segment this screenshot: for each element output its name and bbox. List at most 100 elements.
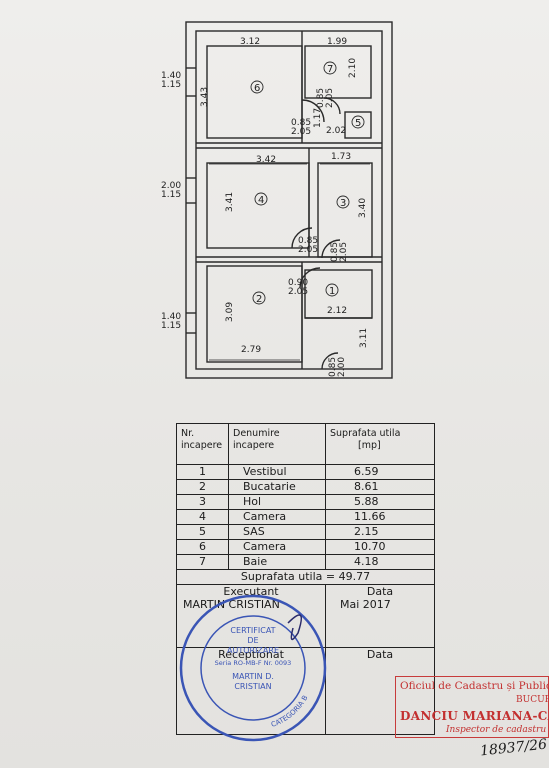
authorization-stamp: CATEGORIA B CERTIFICAT DE AUTORIZARE Ser… <box>179 594 327 742</box>
room-number: 3 <box>340 198 346 209</box>
cadastru-line: BUCUREȘTI <box>516 695 549 705</box>
stamp-line: DE <box>247 636 258 645</box>
header-nr: Nr. incapere <box>177 424 229 464</box>
door-swing-3 <box>321 239 341 259</box>
dim-label: 3.41 <box>225 192 235 212</box>
cell-name: SAS <box>229 525 326 539</box>
cell-area: 5.88 <box>354 495 379 508</box>
window-dim: 1.15 <box>161 321 181 331</box>
inner-wall <box>195 30 383 370</box>
window-dim: 1.15 <box>161 80 181 90</box>
cell-name: Baie <box>229 555 326 569</box>
cell-nr: 2 <box>177 480 229 494</box>
cell-name: Camera <box>229 510 326 524</box>
room-number: 2 <box>256 294 262 305</box>
dim-label: 2.12 <box>327 306 347 316</box>
stamp-line: CRISTIAN <box>234 682 271 691</box>
dim-label: 0.85 <box>291 118 311 128</box>
data-label: Data <box>366 648 394 661</box>
dim-label: 3.09 <box>225 302 235 322</box>
dim-label: 2.02 <box>326 126 346 136</box>
window-dim: 1.40 <box>161 312 181 322</box>
door-swing-4 <box>291 227 313 249</box>
door-swing-7 <box>323 97 341 115</box>
table-header: Nr. incapere Denumire incapere Suprafata… <box>177 424 434 465</box>
cell-nr: 5 <box>177 525 229 539</box>
cell-area: 10.70 <box>354 540 386 553</box>
room-number: 4 <box>258 195 264 206</box>
receptionat-date-cell: Data <box>326 648 434 734</box>
receptionat-cell: Receptionat <box>177 648 326 734</box>
dim-label: 2.79 <box>241 345 261 355</box>
window-dim: 1.40 <box>161 71 181 81</box>
surface-table: Nr. incapere Denumire incapere Suprafata… <box>176 423 435 735</box>
room-number: 6 <box>254 83 260 94</box>
cell-area: 11.66 <box>354 510 386 523</box>
dim-label: 3.43 <box>200 87 210 107</box>
cell-area: 6.59 <box>354 465 379 478</box>
dim-label: 3.42 <box>256 155 276 165</box>
dim-label: 2.05 <box>339 242 349 262</box>
dim-label: 0.85 <box>328 357 338 377</box>
dim-label: 1.73 <box>331 152 351 162</box>
cadastru-line: Inspector de cadastru <box>446 725 547 735</box>
executant-date: Mai 2017 <box>340 598 391 611</box>
signature <box>287 614 303 641</box>
door-swing-entry <box>321 352 339 370</box>
dim-label: 1.99 <box>327 37 347 47</box>
room-number: 5 <box>355 118 361 129</box>
data-label: Data <box>366 585 394 598</box>
cell-name: Camera <box>229 540 326 554</box>
cell-nr: 6 <box>177 540 229 554</box>
cell-nr: 4 <box>177 510 229 524</box>
dim-label: 2.05 <box>288 287 308 297</box>
dim-label: 2.10 <box>348 58 358 78</box>
dim-label: 2.05 <box>291 127 311 137</box>
door-swing-2 <box>299 267 321 289</box>
cell-nr: 1 <box>177 465 229 479</box>
header-unit: [mp] <box>358 440 381 451</box>
dim-label: 2.00 <box>337 357 347 377</box>
window-dim: 1.15 <box>161 190 181 200</box>
header-denumire: Denumire incapere <box>229 424 326 464</box>
cell-name: Hol <box>229 495 326 509</box>
executant-section: Executant MARTIN CRISTIAN Data Mai 2017 <box>177 585 434 648</box>
stamp-line: CERTIFICAT <box>230 626 275 635</box>
cell-area: 8.61 <box>354 480 379 493</box>
dim-label: 0.85 <box>298 236 318 246</box>
cell-nr: 7 <box>177 555 229 569</box>
room-7-outline <box>304 45 372 99</box>
stamp-line: MARTIN D. <box>232 672 274 681</box>
door-swing-6 <box>301 99 325 123</box>
stamp-line: AUTORIZARE <box>227 646 279 655</box>
executant-label: Executant <box>223 585 279 598</box>
header-suprafata-label: Suprafata utila <box>330 428 401 439</box>
cell-area: 2.15 <box>354 525 379 538</box>
dim-label: 3.40 <box>358 198 368 218</box>
dim-label: 2.05 <box>298 245 318 255</box>
executant-cell: Executant MARTIN CRISTIAN <box>177 585 326 647</box>
room-number: 7 <box>327 64 333 75</box>
executant-date-cell: Data Mai 2017 <box>326 585 434 647</box>
dim-label: 2.05 <box>325 88 335 108</box>
dim-label: 3.12 <box>240 37 260 47</box>
dim-label: 3.11 <box>359 328 369 348</box>
executant-name: MARTIN CRISTIAN <box>183 598 280 611</box>
cadastru-line: Oficiul de Cadastru și Publicitate <box>400 680 549 692</box>
cadastru-stamp: Oficiul de Cadastru și Publicitate BUCUR… <box>395 676 549 738</box>
cell-name: Vestibul <box>229 465 326 479</box>
dim-label: 0.90 <box>288 278 308 288</box>
window-dim: 2.00 <box>161 181 181 191</box>
receptionat-section: Receptionat Data <box>177 648 434 734</box>
cell-nr: 3 <box>177 495 229 509</box>
outer-wall <box>185 21 393 379</box>
cadastru-line: DANCIU MARIANA-CA <box>400 709 549 723</box>
